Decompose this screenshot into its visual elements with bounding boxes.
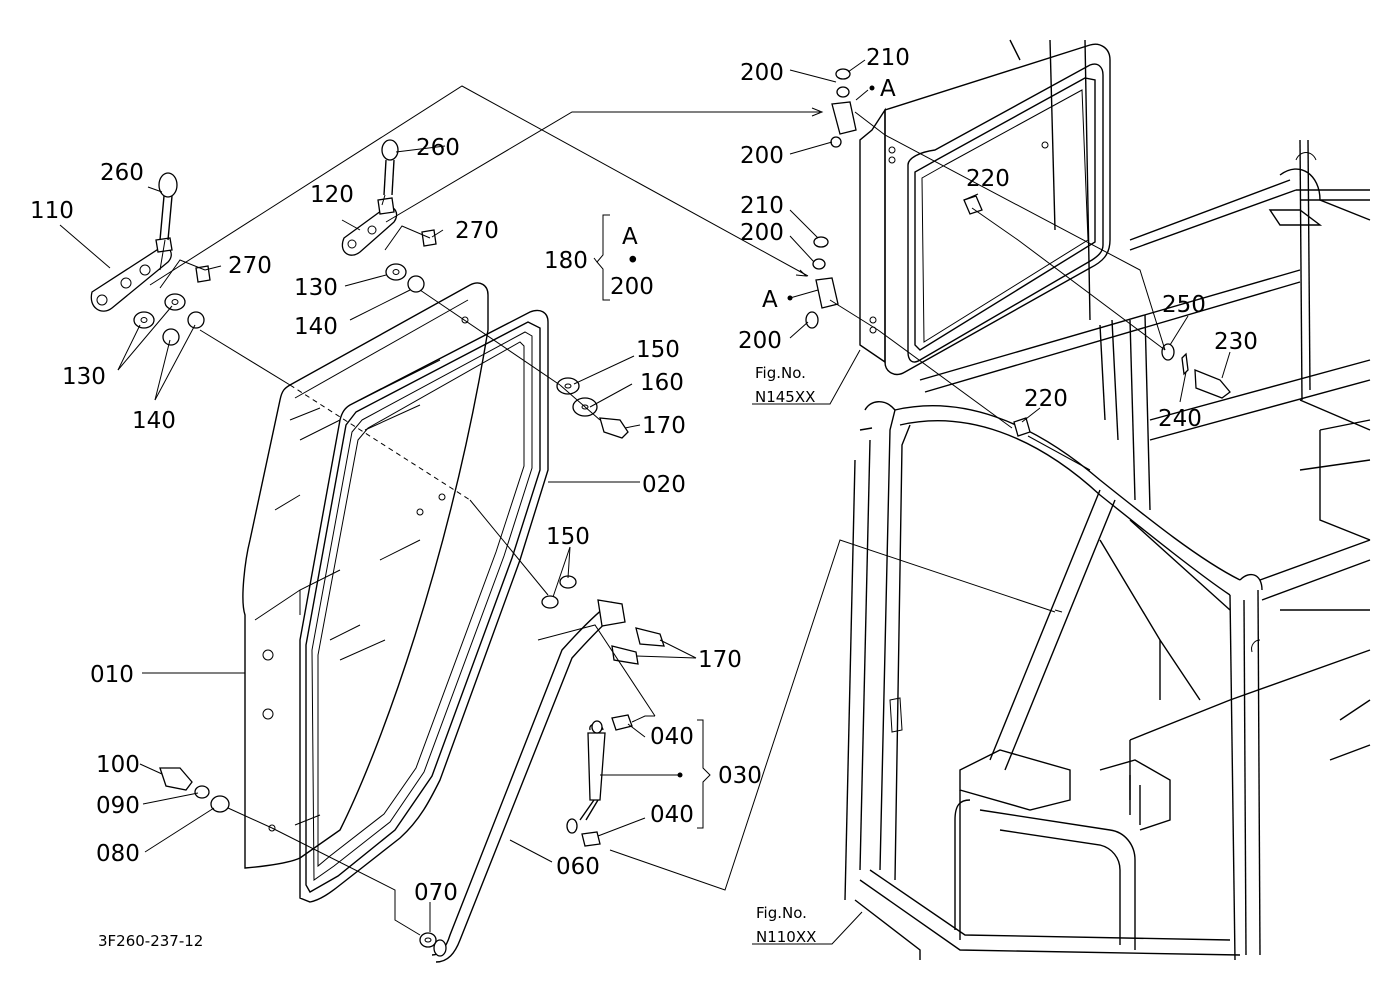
hinge-pin-lower-right: [805, 236, 839, 329]
fig-ref-n110xx: Fig.No. N110XX: [756, 904, 816, 946]
label-250: 250: [1162, 292, 1206, 318]
label-180: 180: [544, 248, 588, 274]
label-010: 010: [90, 662, 134, 688]
fig-ref-n145xx-code: N145XX: [755, 388, 815, 406]
label-170-lower: 170: [698, 647, 742, 673]
label-100: 100: [96, 752, 140, 778]
label-200-upper-b: 200: [740, 143, 784, 169]
label-220-lower: 220: [1024, 386, 1068, 412]
label-a-upper: A: [880, 76, 896, 102]
label-120: 120: [310, 182, 354, 208]
label-210-upper: 210: [866, 45, 910, 71]
hinge-110: [90, 237, 173, 312]
label-160: 160: [640, 370, 684, 396]
gas-strut: [566, 714, 633, 847]
label-150-lower: 150: [546, 524, 590, 550]
label-200-lower-b: 200: [738, 328, 782, 354]
label-020: 020: [642, 472, 686, 498]
label-170-upper: 170: [642, 413, 686, 439]
label-210-lower: 210: [740, 193, 784, 219]
label-090: 090: [96, 793, 140, 819]
fig-ref-n145xx: Fig.No. N145XX: [755, 364, 815, 406]
fasteners-upper: [556, 377, 629, 439]
fasteners-bottom-left: [159, 767, 230, 813]
stay-rod: [431, 599, 626, 963]
washers-hinge-left: [133, 265, 211, 346]
cab-frame: [844, 39, 1371, 961]
label-070: 070: [414, 880, 458, 906]
pin-260-left: [158, 172, 178, 241]
pin-260-right: [381, 139, 399, 196]
bolt-230: [1161, 343, 1231, 399]
label-200-lower-a: 200: [740, 220, 784, 246]
label-130-left: 130: [62, 364, 106, 390]
fig-ref-n110xx-code: N110XX: [756, 928, 816, 946]
door-glass-panel: [242, 282, 549, 903]
label-a-lower: A: [762, 287, 778, 313]
document-code: 3F260-237-12: [98, 932, 203, 950]
label-150-upper: 150: [636, 337, 680, 363]
label-080: 080: [96, 841, 140, 867]
label-270-right: 270: [455, 218, 499, 244]
hinge-pin-upper-right: [830, 68, 857, 148]
fig-ref-n110xx-title: Fig.No.: [756, 904, 807, 922]
label-140-right: 140: [294, 314, 338, 340]
part-labels: 260 110 270 130 140 260 120 270 130 140 …: [30, 45, 1258, 906]
label-140-left: 140: [132, 408, 176, 434]
label-110: 110: [30, 198, 74, 224]
plug-220-upper: [963, 195, 983, 215]
label-040-lower: 040: [650, 802, 694, 828]
label-220-upper: 220: [966, 166, 1010, 192]
washer-070: [419, 932, 437, 948]
label-230: 230: [1214, 329, 1258, 355]
leader-lines: [59, 59, 1231, 945]
label-240: 240: [1158, 406, 1202, 432]
label-group-a: A: [622, 224, 638, 250]
label-270-left: 270: [228, 253, 272, 279]
label-060: 060: [556, 854, 600, 880]
label-130-right: 130: [294, 275, 338, 301]
label-group-200: 200: [610, 274, 654, 300]
label-040-upper: 040: [650, 724, 694, 750]
fig-ref-n145xx-title: Fig.No.: [755, 364, 806, 382]
right-window-panel: [859, 43, 1111, 376]
plug-220-lower: [1013, 417, 1031, 437]
label-200-upper-a: 200: [740, 60, 784, 86]
washers-hinge-right: [385, 229, 437, 293]
label-group-dot: •: [626, 248, 640, 274]
label-260-right: 260: [416, 135, 460, 161]
label-260-left: 260: [100, 160, 144, 186]
label-030: 030: [718, 763, 762, 789]
hinge-120: [341, 197, 398, 256]
